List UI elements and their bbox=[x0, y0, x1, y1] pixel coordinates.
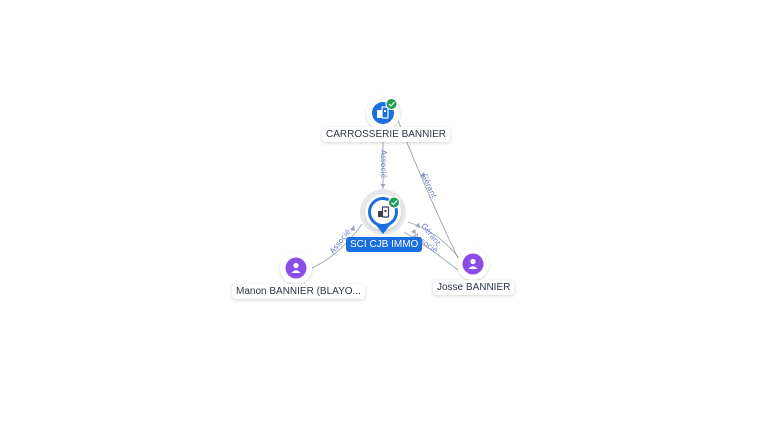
edge-arrows bbox=[350, 172, 425, 234]
node-carrosserie[interactable] bbox=[366, 96, 400, 130]
person-icon bbox=[468, 258, 478, 269]
edge-label-carrosserie-sci: Associé bbox=[379, 150, 388, 179]
arrow-icon bbox=[380, 184, 386, 188]
node-label-sci-cjb-immo[interactable]: SCI CJB IMMO bbox=[346, 237, 423, 252]
node-label-carrosserie[interactable]: CARROSSERIE BANNIER bbox=[322, 127, 451, 142]
node-josse-bannier[interactable] bbox=[457, 248, 489, 280]
node-label-josse-bannier[interactable]: Josse BANNIER bbox=[433, 280, 515, 295]
edge-label-josse-carrosserie: Gérant bbox=[420, 172, 439, 199]
verified-check-icon bbox=[385, 98, 398, 110]
building-icon bbox=[377, 106, 389, 119]
arrow-icon bbox=[350, 225, 355, 231]
arrow-icon bbox=[411, 229, 416, 234]
person-icon bbox=[291, 262, 301, 273]
verified-check-icon bbox=[388, 196, 400, 209]
arrow-icon bbox=[415, 223, 420, 228]
arrow-icon bbox=[420, 172, 425, 177]
node-manon-bannier[interactable] bbox=[280, 252, 312, 284]
building-icon bbox=[378, 206, 390, 218]
node-sci-cjb-immo[interactable] bbox=[360, 189, 406, 235]
node-label-manon-bannier[interactable]: Manon BANNIER (BLAYO... bbox=[232, 284, 365, 299]
